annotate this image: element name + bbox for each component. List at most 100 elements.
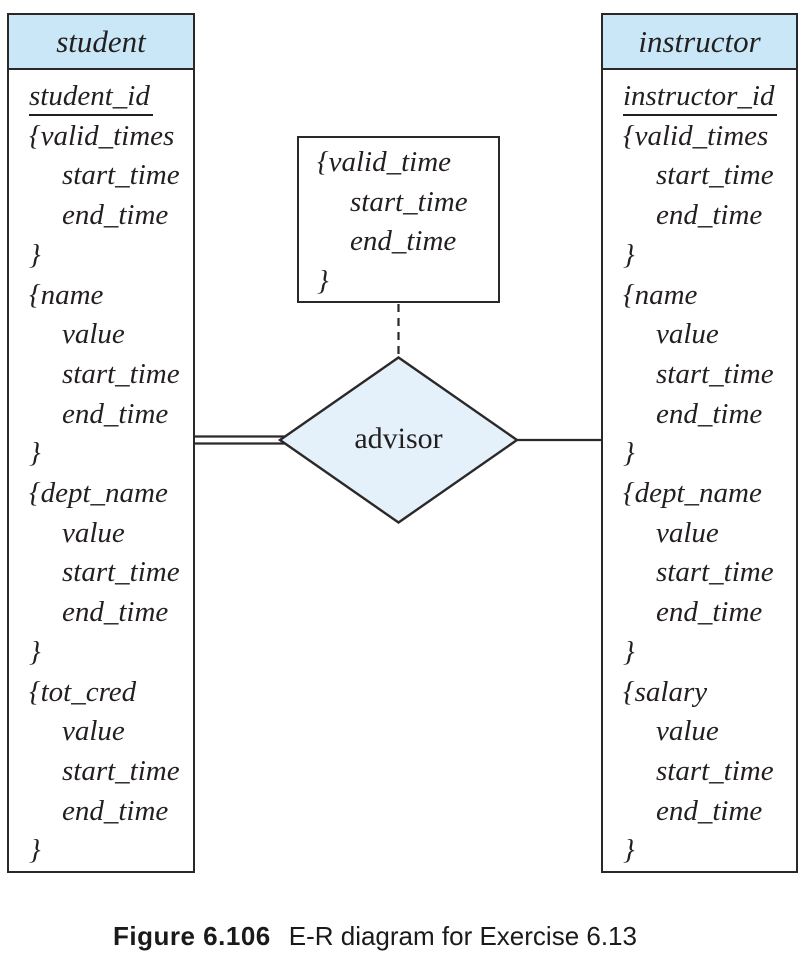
attribute-row: } (29, 236, 191, 276)
attribute-row: start_time (656, 156, 794, 196)
advisor-relationship-label: advisor (354, 422, 443, 455)
attribute-row: student_id (29, 77, 191, 117)
attribute-text: end_time (656, 794, 763, 827)
attribute-text: } (623, 834, 635, 867)
attribute-text: start_time (62, 159, 180, 192)
entity-student: student student_id {valid_times start_ti… (7, 13, 195, 873)
attribute-text: start_time (350, 185, 468, 218)
entity-student-header: student (9, 15, 193, 70)
attribute-row: {valid_time (317, 143, 498, 183)
attribute-row: end_time (62, 792, 191, 832)
attribute-text: start_time (656, 159, 774, 192)
attribute-text: {valid_times (623, 119, 769, 152)
attribute-text: } (29, 238, 41, 271)
attribute-text: end_time (62, 397, 169, 430)
attribute-row: } (623, 434, 794, 474)
attribute-row: end_time (656, 792, 794, 832)
attribute-text: } (29, 635, 41, 668)
attribute-text: start_time (62, 357, 180, 390)
figure-caption-text: E-R diagram for Exercise 6.13 (288, 921, 637, 951)
attribute-text: {tot_cred (29, 675, 137, 708)
attribute-row: value (62, 315, 191, 355)
attribute-text: value (656, 516, 719, 549)
attribute-row: start_time (62, 752, 191, 792)
attribute-row: end_time (656, 196, 794, 236)
figure-caption-number: Figure 6.106 (113, 921, 271, 951)
attribute-row: end_time (656, 593, 794, 633)
attribute-text: end_time (656, 596, 763, 629)
attribute-text: } (317, 265, 329, 298)
attribute-text: value (62, 318, 125, 351)
attribute-text: value (62, 715, 125, 748)
primary-key-text: student_id (29, 79, 153, 116)
instructor-attribute-list: instructor_id {valid_times start_time en… (603, 70, 796, 871)
attribute-row: {salary (623, 673, 794, 713)
attribute-text: start_time (656, 357, 774, 390)
attribute-row: {tot_cred (29, 673, 191, 713)
entity-student-title: student (56, 23, 146, 59)
attribute-row: instructor_id (623, 77, 794, 117)
attribute-text: {salary (623, 675, 708, 708)
attribute-text: end_time (62, 199, 169, 232)
attribute-row: value (656, 514, 794, 554)
attribute-row: {name (623, 276, 794, 316)
attribute-text: start_time (656, 556, 774, 589)
attribute-text: {name (29, 278, 104, 311)
attribute-text: end_time (656, 397, 763, 430)
attribute-row: end_time (62, 593, 191, 633)
attribute-text: {valid_times (29, 119, 175, 152)
attribute-row: } (623, 831, 794, 871)
attribute-row: end_time (350, 222, 498, 262)
attribute-text: value (656, 318, 719, 351)
figure-caption: Figure 6.106 E-R diagram for Exercise 6.1… (0, 921, 750, 952)
attribute-text: end_time (62, 596, 169, 629)
valid-time-attribute-box: {valid_time start_time end_time } (297, 136, 500, 303)
attribute-text: } (29, 437, 41, 470)
attribute-text: start_time (656, 754, 774, 787)
attribute-text: end_time (350, 225, 457, 258)
attribute-row: end_time (62, 196, 191, 236)
entity-instructor-title: instructor (638, 23, 761, 59)
entity-instructor: instructor instructor_id {valid_times st… (601, 13, 798, 873)
attribute-row: } (317, 262, 498, 302)
attribute-row: } (623, 236, 794, 276)
attribute-row: value (62, 514, 191, 554)
attribute-text: {dept_name (623, 477, 762, 510)
attribute-text: {valid_time (317, 146, 452, 178)
attribute-row: value (656, 315, 794, 355)
attribute-row: start_time (656, 752, 794, 792)
attribute-text: } (623, 437, 635, 470)
attribute-text: end_time (656, 199, 763, 232)
attribute-text: } (29, 834, 41, 867)
attribute-row: end_time (62, 395, 191, 435)
advisor-diamond (277, 356, 520, 524)
attribute-row: start_time (656, 553, 794, 593)
attribute-row: } (29, 831, 191, 871)
attribute-text: value (656, 715, 719, 748)
attribute-text: start_time (62, 556, 180, 589)
primary-key-text: instructor_id (623, 79, 778, 116)
attribute-text: start_time (62, 754, 180, 787)
attribute-text: {name (623, 278, 698, 311)
attribute-text: {dept_name (29, 477, 168, 510)
attribute-text: } (623, 238, 635, 271)
attribute-text: value (62, 516, 125, 549)
attribute-row: start_time (62, 156, 191, 196)
attribute-row: } (29, 434, 191, 474)
attribute-row: {dept_name (623, 474, 794, 514)
student-attribute-list: student_id {valid_times start_time end_t… (9, 70, 193, 871)
attribute-row: {valid_times (29, 117, 191, 157)
attribute-row: } (29, 633, 191, 673)
attribute-row: {dept_name (29, 474, 191, 514)
attribute-row: {name (29, 276, 191, 316)
attribute-row: {valid_times (623, 117, 794, 157)
attribute-row: start_time (656, 355, 794, 395)
attribute-row: value (62, 712, 191, 752)
attribute-row: start_time (62, 355, 191, 395)
attribute-row: start_time (62, 553, 191, 593)
attribute-row: } (623, 633, 794, 673)
attribute-row: value (656, 712, 794, 752)
entity-instructor-header: instructor (603, 15, 796, 70)
